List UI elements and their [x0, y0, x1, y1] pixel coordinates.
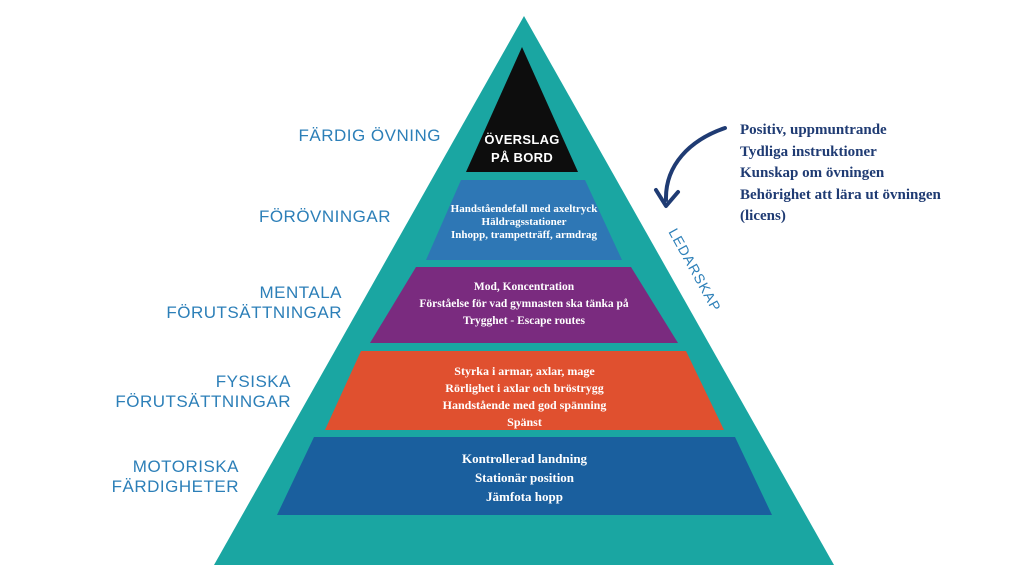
leadership-line: Tydliga instruktioner — [740, 143, 877, 160]
layer-5-line: Jämfota hopp — [486, 489, 563, 504]
label-forovningar: FÖRÖVNINGAR — [258, 207, 391, 226]
layer-5-line: Stationär position — [474, 470, 575, 485]
leadership-line: Behörighet att lära ut övningen — [740, 186, 941, 203]
leadership-line: Kunskap om övningen — [740, 165, 885, 181]
layer-3-text: Mod, Koncentration Förståelse för vad gy… — [370, 279, 678, 330]
arrow-head — [654, 188, 680, 208]
layer-4-text: Styrka i armar, axlar, mage Rörlighet i … — [325, 363, 724, 431]
layer-5-line: Kontrollerad landning — [461, 451, 588, 466]
layer-2-shape — [426, 180, 622, 260]
layer-top-line: PÅ BORD — [490, 150, 554, 165]
layer-top-shape — [466, 47, 578, 172]
layer-top-line: ÖVERSLAG — [484, 132, 560, 147]
layer-4-line: Styrka i armar, axlar, mage — [454, 364, 595, 378]
label-mentala-forutsattningar: MENTALA FÖRUTSÄTTNINGAR — [166, 283, 342, 322]
layer-2-line: Häldragsstationer — [481, 216, 567, 228]
label-fardig-ovning: FÄRDIG ÖVNING — [298, 126, 441, 145]
layer-3-line: Trygghet - Escape routes — [463, 315, 585, 327]
layer-4-line: Handstående med god spänning — [442, 398, 607, 412]
layer-4-line: Spänst — [507, 415, 542, 429]
layer-3-shape — [370, 267, 678, 343]
layer-2-line: Handståendefall med axeltryck — [450, 203, 598, 215]
curved-arrow-icon — [663, 126, 727, 202]
leadership-qualities: Positiv, uppmuntrande Tydliga instruktio… — [740, 120, 941, 228]
layer-2-text: Handståendefall med axeltryck Häldragsst… — [426, 203, 622, 242]
layer-3-line: Förståelse för vad gymnasten ska tänka p… — [419, 298, 629, 310]
layer-top-text: ÖVERSLAG PÅ BORD — [466, 131, 578, 167]
layer-4-line: Rörlighet i axlar och bröstrygg — [445, 381, 604, 395]
layer-3-line: Mod, Koncentration — [473, 281, 575, 293]
label-fysiska-forutsattningar: FYSISKA FÖRUTSÄTTNINGAR — [115, 372, 291, 411]
label-motoriska-fardigheter: MOTORISKA FÄRDIGHETER — [111, 457, 239, 496]
layer-5-shape — [277, 437, 772, 515]
layer-2-line: Inhopp, trampetträff, armdrag — [450, 229, 598, 241]
leadership-line: Positiv, uppmuntrande — [740, 122, 887, 138]
layer-4-shape — [325, 351, 724, 430]
layer-5-text: Kontrollerad landning Stationär position… — [277, 449, 772, 506]
leadership-line: (licens) — [740, 208, 786, 224]
